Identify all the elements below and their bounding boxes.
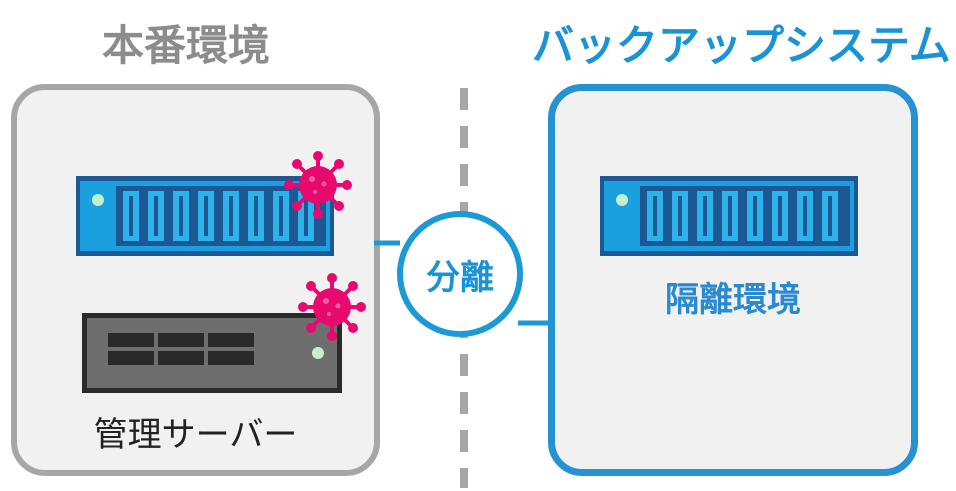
isolated-env-label: 隔離環境 — [665, 280, 801, 320]
management-server-label: 管理サーバー — [93, 415, 298, 455]
separation-label: 分離 — [426, 257, 494, 298]
separation-badge: 分離 — [397, 211, 523, 337]
management-server — [82, 313, 342, 393]
virus-icon — [284, 151, 352, 219]
virus-icon — [298, 273, 366, 341]
backup-rack-server — [600, 176, 858, 256]
connector-lines — [374, 240, 550, 326]
production-env-panel — [11, 84, 380, 476]
production-env-title: 本番環境 — [101, 21, 270, 70]
backup-system-title: バックアップシステム — [532, 21, 951, 70]
backup-system-panel — [548, 84, 918, 476]
